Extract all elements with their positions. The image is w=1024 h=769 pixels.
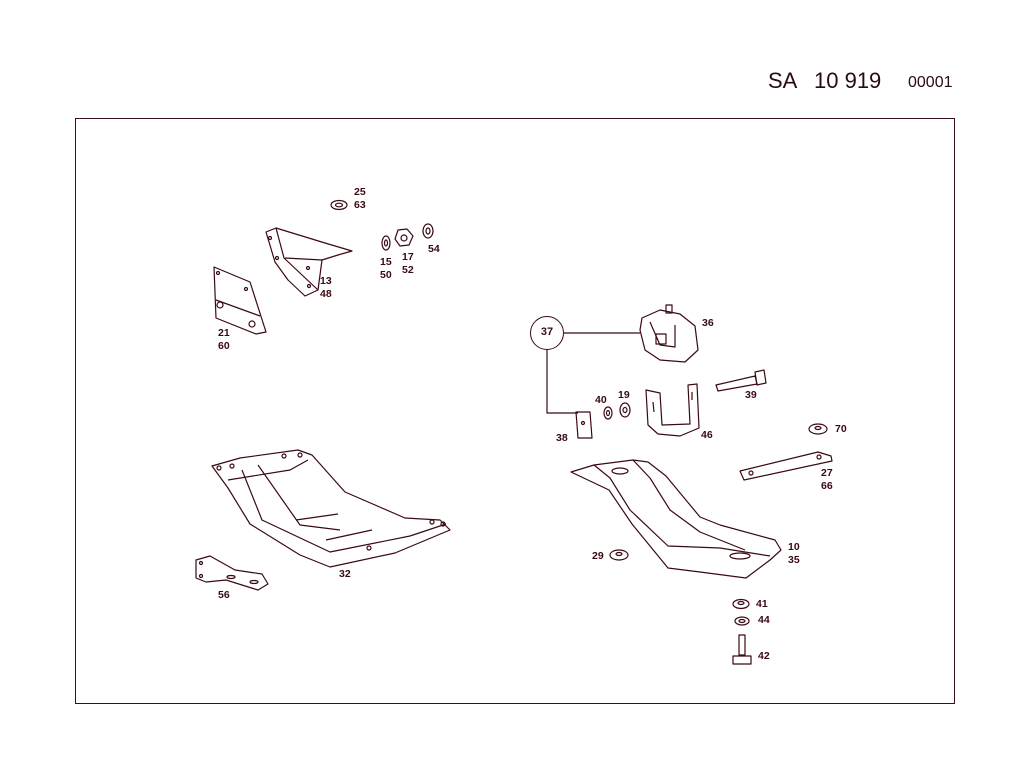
label-38[interactable]: 38: [556, 432, 568, 444]
lock-washer-44-icon: [734, 616, 750, 626]
washer-40-icon: [603, 406, 613, 420]
bolt-42-icon: [732, 634, 752, 665]
lock-washer-icon: [330, 199, 348, 211]
label-39[interactable]: 39: [745, 389, 757, 401]
sheet-number: 10 919: [814, 68, 882, 93]
label-46[interactable]: 46: [701, 429, 713, 441]
group-callout-37[interactable]: 37: [530, 316, 564, 350]
sheet-code: 00001: [908, 74, 953, 91]
mount-bracket-13-icon: [265, 227, 353, 297]
strap-27-icon: [739, 451, 833, 481]
washer-70-icon: [808, 423, 828, 435]
label-42[interactable]: 42: [758, 650, 770, 662]
label-36[interactable]: 36: [702, 317, 714, 329]
crossmember-32-icon: [211, 449, 451, 568]
label-32[interactable]: 32: [339, 568, 351, 580]
plate-21-icon: [213, 266, 267, 335]
label-40[interactable]: 40: [595, 394, 607, 406]
mount-bracket-46-icon: [645, 383, 700, 437]
label-44[interactable]: 44: [758, 614, 770, 626]
label-29[interactable]: 29: [592, 550, 604, 562]
washer-54-icon: [422, 223, 434, 239]
washer-29-icon: [609, 549, 629, 561]
label-19[interactable]: 19: [618, 389, 630, 401]
crossmember-10-icon: [570, 459, 782, 579]
washer-41-icon: [732, 598, 750, 610]
rubber-mount-36-icon: [639, 304, 699, 363]
washer-15-icon: [381, 235, 391, 251]
nut-17-icon: [394, 228, 414, 247]
sheet-prefix: SA: [768, 68, 798, 93]
label-54[interactable]: 54: [428, 243, 440, 255]
bolt-39-icon: [715, 369, 767, 392]
diagram-frame: [75, 118, 955, 704]
washer-19-icon: [619, 402, 631, 418]
label-41[interactable]: 41: [756, 598, 768, 610]
bracket-56-icon: [195, 555, 269, 591]
group-37-leader-lines: [546, 332, 640, 414]
spacer-38-icon: [575, 411, 593, 439]
label-56[interactable]: 56: [218, 589, 230, 601]
label-70[interactable]: 70: [835, 423, 847, 435]
